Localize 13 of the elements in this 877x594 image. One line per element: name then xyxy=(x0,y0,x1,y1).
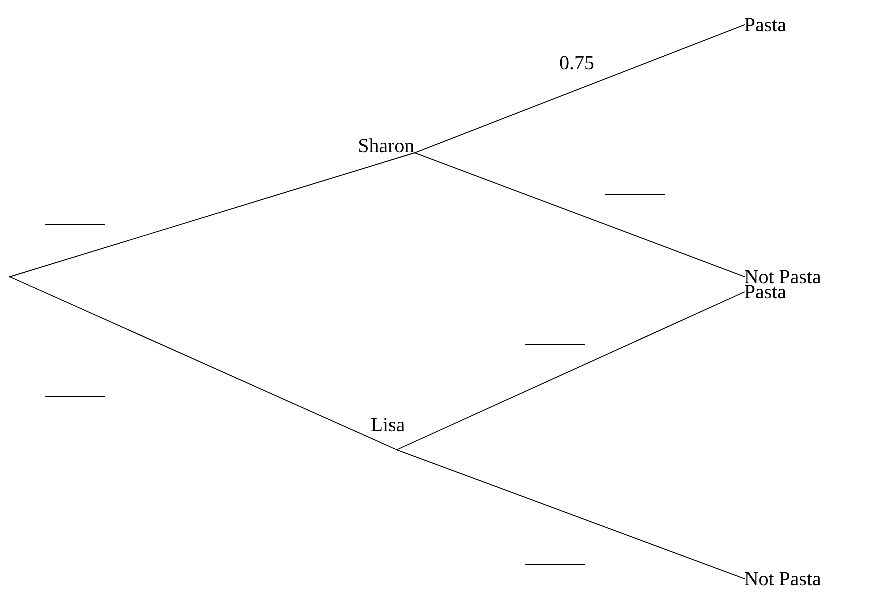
edge-label: 0.75 xyxy=(558,55,596,71)
outcome-label: Not Pasta xyxy=(745,270,822,284)
branch-line xyxy=(10,276,398,450)
branch-line xyxy=(396,292,746,450)
branch-line xyxy=(396,450,746,580)
branch-label: Sharon xyxy=(360,138,414,153)
branch-line xyxy=(414,24,746,154)
outcome-label: Pasta xyxy=(745,18,786,32)
branch-line xyxy=(10,152,416,278)
branch-line xyxy=(414,152,746,278)
outcome-label: Not Pasta xyxy=(745,572,822,586)
branch-label: Lisa xyxy=(371,418,405,432)
outcome-label: Pasta xyxy=(745,285,786,299)
